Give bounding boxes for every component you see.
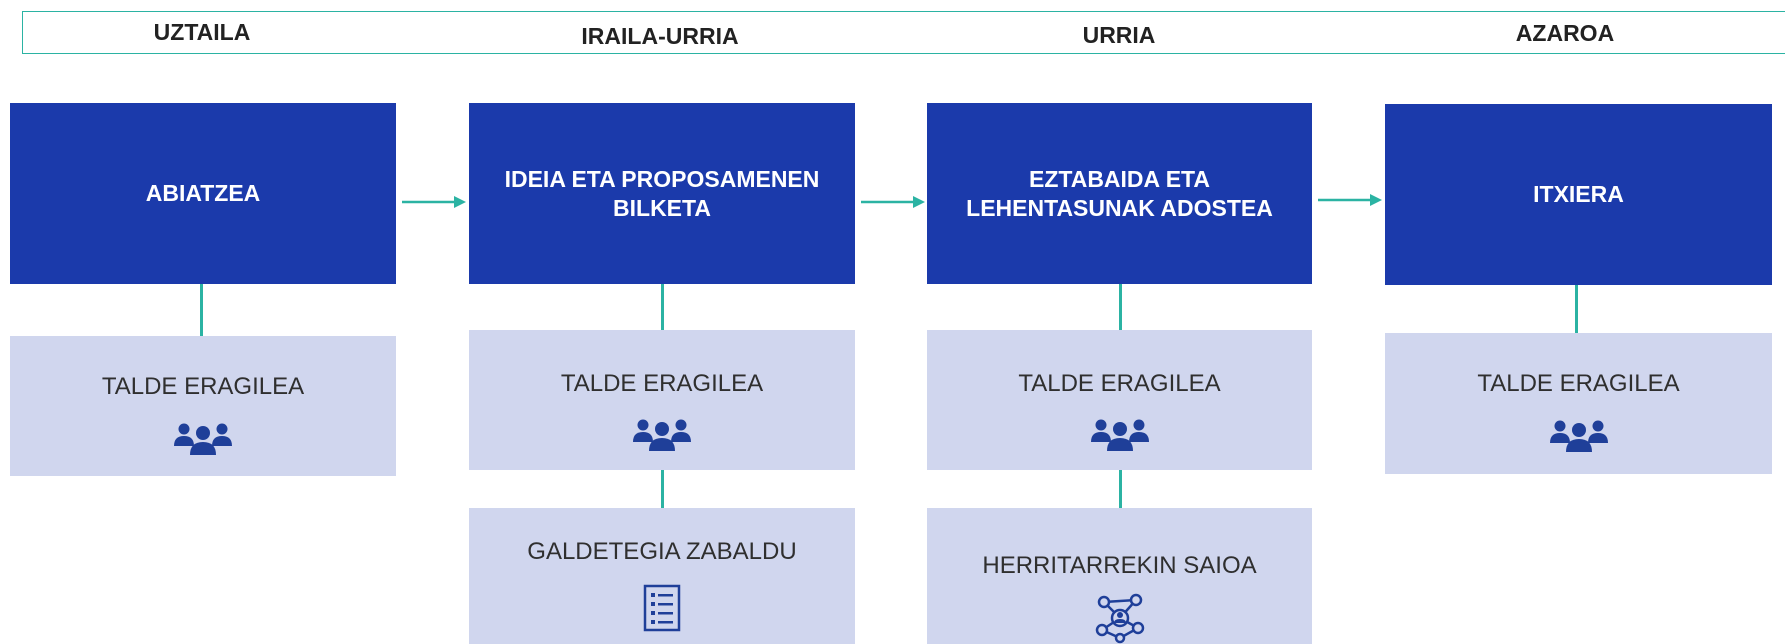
vertical-connector	[1575, 285, 1578, 333]
phase-title: IDEIA ETA PROPOSAMENEN BILKETA	[504, 165, 820, 221]
month-label-2: IRAILA-URRIA	[581, 23, 739, 49]
phase-title: EZTABAIDA ETA LEHENTASUNAK ADOSTEA	[966, 165, 1273, 221]
activity-box-herritarrekin: HERRITARREKIN SAIOA	[927, 508, 1312, 644]
phase-box-eztabaida: EZTABAIDA ETA LEHENTASUNAK ADOSTEA	[927, 103, 1312, 284]
arrow-connector	[402, 196, 466, 208]
activity-box-galdetegia: GALDETEGIA ZABALDU	[469, 508, 855, 644]
group-icon	[1090, 419, 1149, 451]
group-icon	[1549, 420, 1608, 452]
phase-title: ITXIERA	[1533, 181, 1624, 207]
group-icon	[174, 423, 232, 455]
timeline-header	[22, 11, 1785, 54]
phase-box-itxiera: ITXIERA	[1385, 104, 1772, 285]
activity-label: HERRITARREKIN SAIOA	[982, 552, 1257, 579]
activity-box-talde-1: TALDE ERAGILEA	[10, 336, 396, 476]
activity-label: TALDE ERAGILEA	[1477, 370, 1680, 397]
phase-title: ABIATZEA	[145, 180, 261, 206]
vertical-connector	[1119, 470, 1122, 508]
month-label-4: AZAROA	[1515, 20, 1615, 46]
activity-box-talde-4: TALDE ERAGILEA	[1385, 333, 1772, 474]
network-icon	[1095, 593, 1144, 644]
vertical-connector	[661, 284, 664, 330]
activity-box-talde-2: TALDE ERAGILEA	[469, 330, 855, 470]
activity-box-talde-3: TALDE ERAGILEA	[927, 330, 1312, 470]
phase-box-abiatzea: ABIATZEA	[10, 103, 396, 284]
activity-label: GALDETEGIA ZABALDU	[527, 538, 797, 565]
vertical-connector	[661, 470, 664, 508]
checklist-icon	[643, 584, 681, 632]
arrow-connector	[861, 196, 925, 208]
month-label-1: UZTAILA	[153, 19, 251, 45]
vertical-connector	[1119, 284, 1122, 330]
month-label-3: URRIA	[1082, 22, 1156, 48]
arrow-connector	[1318, 194, 1382, 206]
activity-label: TALDE ERAGILEA	[560, 370, 764, 397]
activity-label: TALDE ERAGILEA	[1018, 370, 1221, 397]
phase-box-bilketa: IDEIA ETA PROPOSAMENEN BILKETA	[469, 103, 855, 284]
group-icon	[633, 419, 691, 451]
activity-label: TALDE ERAGILEA	[101, 373, 305, 400]
vertical-connector	[200, 284, 203, 336]
